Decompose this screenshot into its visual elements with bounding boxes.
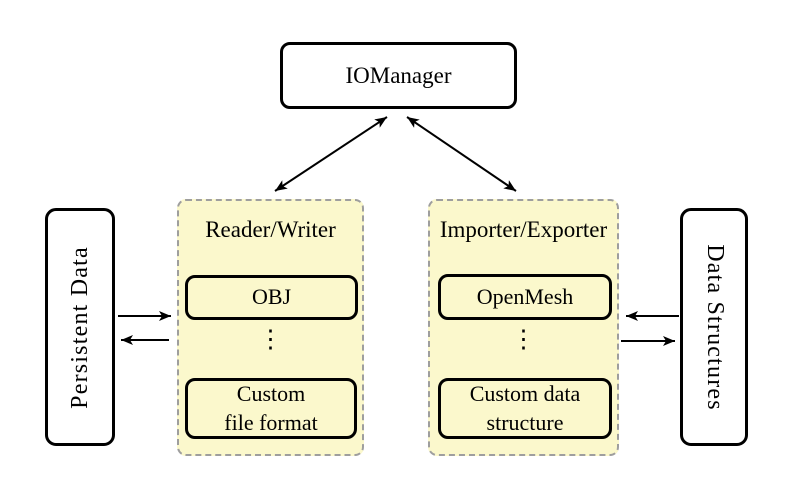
importer-exporter-container: Importer/Exporter OpenMesh ⋮ Custom data… <box>428 199 619 456</box>
data-structures-label: Data Structures <box>701 243 728 411</box>
custom-file-format-line2: file format <box>224 409 318 435</box>
iomanager-box: IOManager <box>280 42 517 109</box>
custom-file-format-line1: Custom <box>236 381 306 407</box>
iomanager-readerwriter-arrow <box>274 116 388 192</box>
custom-data-structure-line2: structure <box>486 409 564 435</box>
importer-exporter-title: Importer/Exporter <box>439 217 608 242</box>
data-structures-box: Data Structures <box>680 208 748 446</box>
obj-box: OBJ <box>185 275 358 320</box>
reader-writer-title: Reader/Writer <box>205 217 336 242</box>
obj-label: OBJ <box>251 284 292 310</box>
openmesh-box: OpenMesh <box>438 274 612 320</box>
reader-writer-container: Reader/Writer OBJ ⋮ Custom file format <box>177 199 364 456</box>
custom-data-structure-box: Custom data structure <box>438 378 612 439</box>
persistent-data-label: Persistent Data <box>66 245 93 409</box>
reader-writer-ellipsis: ⋮ <box>258 326 283 353</box>
custom-data-structure-line1: Custom data <box>469 381 581 407</box>
iomanager-label: IOManager <box>345 62 452 88</box>
iomanager-importerexporter-arrow <box>406 116 517 192</box>
openmesh-label: OpenMesh <box>476 283 574 309</box>
importer-exporter-ellipsis: ⋮ <box>511 326 536 353</box>
custom-file-format-box: Custom file format <box>185 378 357 439</box>
persistent-data-box: Persistent Data <box>45 208 115 446</box>
